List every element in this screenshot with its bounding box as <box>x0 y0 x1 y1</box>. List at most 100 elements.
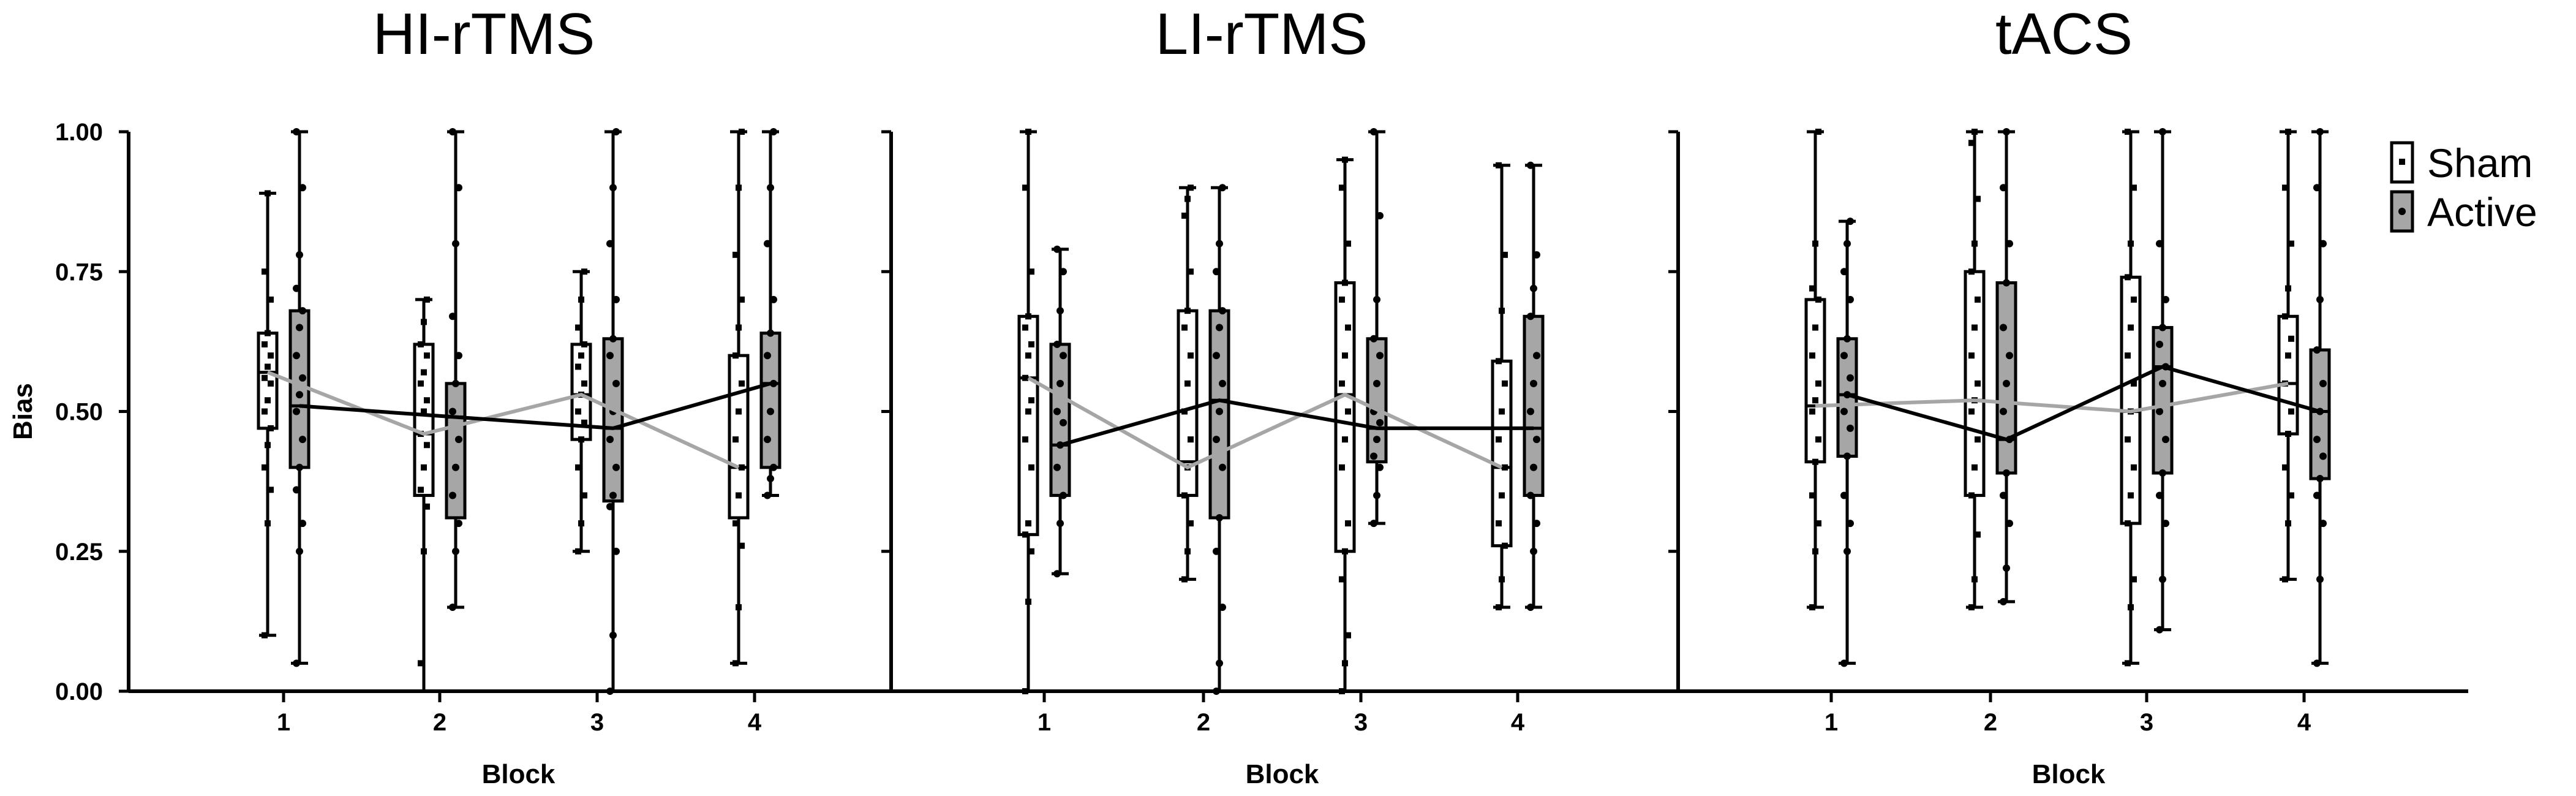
data-point-li-rtms-sham-4-5 <box>1502 464 1508 471</box>
data-point-li-rtms-sham-2-9 <box>1181 324 1188 331</box>
data-point-tacs-active-4-12 <box>2313 184 2321 192</box>
data-point-li-rtms-active-3-10 <box>1373 295 1380 303</box>
data-point-li-rtms-sham-4-8 <box>1502 380 1508 387</box>
mean-line-tacs-active <box>1847 365 2321 442</box>
data-point-li-rtms-sham-2-11 <box>1188 268 1194 275</box>
data-point-li-rtms-active-2-12 <box>1213 268 1220 276</box>
box-tacs-sham-4 <box>2277 314 2299 436</box>
data-point-tacs-sham-4-2 <box>2288 492 2294 499</box>
data-point-hi-rtms-active-1-4 <box>296 463 303 471</box>
data-point-tacs-active-3-9 <box>2156 340 2163 348</box>
data-point-hi-rtms-active-1-10 <box>296 324 303 332</box>
data-point-hi-rtms-active-2-6 <box>449 407 456 415</box>
data-point-tacs-active-2-11 <box>2006 240 2013 248</box>
data-point-hi-rtms-active-3-2 <box>612 547 620 555</box>
data-point-hi-rtms-active-4-10 <box>767 184 774 192</box>
data-point-tacs-sham-1-1 <box>1812 548 1818 555</box>
data-point-li-rtms-sham-1-14 <box>1028 268 1034 275</box>
box-li-rtms-sham-1 <box>1017 314 1039 536</box>
data-point-tacs-active-1-10 <box>1843 335 1851 343</box>
data-point-tacs-sham-4-11 <box>2288 240 2294 247</box>
data-point-tacs-sham-2-9 <box>1968 352 1975 359</box>
data-point-hi-rtms-active-2-7 <box>452 379 459 387</box>
data-point-li-rtms-active-3-2 <box>1376 463 1384 471</box>
data-point-li-rtms-active-3-8 <box>1376 352 1384 360</box>
data-point-li-rtms-sham-3-11 <box>1345 324 1351 331</box>
data-point-tacs-sham-4-1 <box>2285 520 2291 527</box>
data-point-li-rtms-sham-2-1 <box>1184 548 1191 555</box>
data-point-hi-rtms-sham-1-6 <box>262 408 268 415</box>
data-point-tacs-active-3-5 <box>2162 436 2169 444</box>
data-point-li-rtms-sham-1-10 <box>1025 352 1031 359</box>
x-tick-label-tacs-0: 1 <box>1825 709 1838 736</box>
data-point-li-rtms-active-1-7 <box>1056 379 1064 387</box>
data-point-tacs-sham-2-10 <box>1972 324 1978 331</box>
x-axis-label-hi-rtms: Block <box>482 759 555 789</box>
data-point-hi-rtms-sham-4-3 <box>733 520 739 527</box>
data-point-tacs-sham-3-4 <box>2128 492 2134 499</box>
data-point-hi-rtms-sham-4-0 <box>733 660 739 667</box>
data-point-hi-rtms-sham-4-12 <box>733 251 739 258</box>
data-point-tacs-sham-4-4 <box>2285 431 2291 438</box>
data-point-li-rtms-sham-4-10 <box>1499 308 1505 314</box>
data-point-tacs-sham-1-9 <box>1809 352 1815 359</box>
data-point-li-rtms-active-1-8 <box>1060 352 1067 360</box>
data-point-tacs-sham-2-13 <box>1972 240 1978 247</box>
data-point-li-rtms-sham-3-13 <box>1342 279 1348 286</box>
data-point-tacs-sham-2-12 <box>1968 268 1975 275</box>
data-point-li-rtms-active-2-6 <box>1213 436 1220 444</box>
data-point-li-rtms-active-3-12 <box>1370 128 1377 135</box>
data-point-hi-rtms-sham-2-12 <box>418 341 424 347</box>
data-point-hi-rtms-sham-2-9 <box>418 380 424 387</box>
data-point-tacs-active-3-13 <box>2159 128 2166 135</box>
data-point-li-rtms-sham-1-5 <box>1028 464 1034 471</box>
box-hi-rtms-active-2 <box>445 382 467 520</box>
data-point-li-rtms-active-3-0 <box>1370 520 1377 528</box>
data-point-tacs-active-4-9 <box>2313 346 2321 354</box>
box-li-rtms-sham-4 <box>1491 359 1513 548</box>
data-point-li-rtms-active-3-3 <box>1370 452 1377 460</box>
data-point-tacs-sham-3-6 <box>2125 436 2131 443</box>
data-point-li-rtms-sham-2-7 <box>1184 380 1191 387</box>
data-point-hi-rtms-sham-4-5 <box>739 464 745 471</box>
data-point-hi-rtms-sham-2-5 <box>424 442 430 449</box>
data-point-tacs-active-4-10 <box>2316 295 2324 303</box>
data-point-tacs-sham-2-0 <box>1968 604 1975 611</box>
data-point-hi-rtms-sham-3-5 <box>581 419 587 426</box>
data-point-hi-rtms-active-1-9 <box>293 352 300 360</box>
data-point-hi-rtms-sham-3-0 <box>575 548 581 555</box>
data-point-hi-rtms-sham-1-5 <box>268 425 274 431</box>
x-tick-label-tacs-2: 3 <box>2140 709 2153 736</box>
data-point-li-rtms-sham-1-2 <box>1028 548 1034 555</box>
data-point-li-rtms-active-2-13 <box>1216 240 1223 248</box>
data-point-tacs-active-4-8 <box>2319 379 2327 387</box>
data-point-tacs-sham-2-2 <box>1975 531 1981 538</box>
data-point-li-rtms-active-4-10 <box>1530 284 1537 292</box>
x-axis-label-li-rtms: Block <box>1246 759 1319 789</box>
data-point-tacs-sham-1-12 <box>1809 285 1815 292</box>
data-point-li-rtms-active-3-4 <box>1373 436 1380 444</box>
data-point-tacs-active-1-12 <box>1840 268 1848 276</box>
data-point-li-rtms-sham-2-5 <box>1188 436 1194 443</box>
data-point-tacs-sham-1-13 <box>1812 240 1818 247</box>
data-point-hi-rtms-active-4-11 <box>770 128 777 135</box>
data-point-hi-rtms-active-2-12 <box>449 128 456 135</box>
data-point-hi-rtms-sham-3-8 <box>581 380 587 387</box>
data-point-li-rtms-sham-4-12 <box>1496 162 1502 169</box>
data-point-tacs-sham-4-8 <box>2288 335 2294 342</box>
data-point-hi-rtms-active-4-3 <box>764 436 771 444</box>
data-point-li-rtms-active-4-12 <box>1527 161 1534 169</box>
data-point-hi-rtms-active-2-10 <box>452 240 459 248</box>
x-tick-label-hi-rtms-0: 1 <box>277 709 290 736</box>
x-tick-label-tacs-3: 4 <box>2297 709 2311 736</box>
data-point-tacs-active-1-11 <box>1847 295 1854 303</box>
data-point-li-rtms-sham-1-15 <box>1022 184 1028 191</box>
y-tick-label-2: 0.50 <box>55 399 103 426</box>
data-point-tacs-sham-2-16 <box>1972 129 1978 135</box>
box-hi-rtms-active-3 <box>602 337 624 503</box>
data-point-hi-rtms-sham-1-12 <box>262 341 268 347</box>
data-point-li-rtms-active-2-9 <box>1213 352 1220 360</box>
data-point-li-rtms-sham-1-1 <box>1025 598 1031 605</box>
